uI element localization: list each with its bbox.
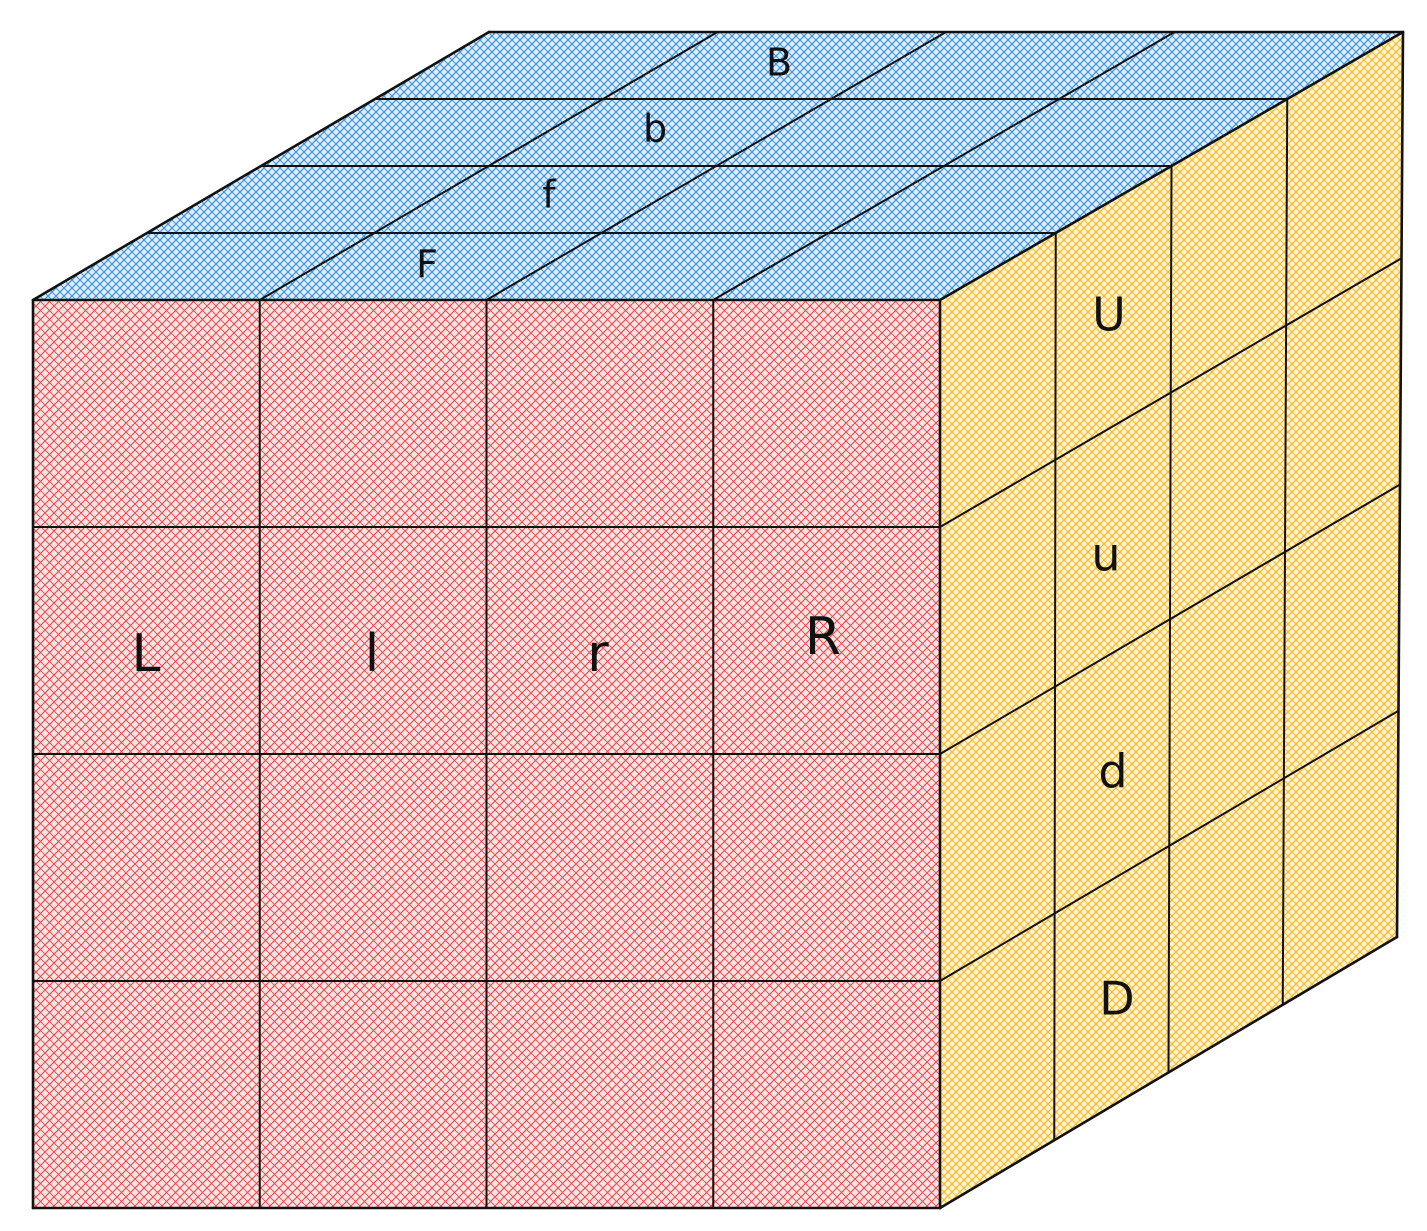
cube-edge-8 [1395,30,1405,939]
top-label-row-4: B [766,41,792,85]
top-grid-depth-3 [712,31,1176,301]
right-label-row-1: U [1092,288,1126,342]
cube-edge-7 [938,30,1405,302]
right-label-row-4: D [1099,972,1134,1026]
top-label-row-3: b [643,107,667,151]
top-face-labels: F f b B [416,41,792,287]
cube-edge-5 [31,30,491,302]
front-label-col-3: r [587,624,609,684]
right-label-row-3: d [1098,745,1127,799]
right-grid-vertical-3 [1281,98,1289,1006]
right-grid-horizontal-2 [939,483,1401,755]
front-label-col-2: l [365,624,379,684]
front-label-col-1: L [132,624,161,684]
top-label-row-2: f [542,173,557,217]
front-label-col-4: R [805,607,841,667]
cube-edge-9 [938,935,1399,1210]
front-face-labels: L l r R [132,607,842,684]
right-face-labels: U u d D [1091,288,1134,1026]
right-label-row-2: u [1091,528,1120,582]
top-label-row-1: F [416,243,438,287]
right-grid-horizontal-3 [939,709,1400,982]
cube-grid-lines [31,30,1405,1210]
